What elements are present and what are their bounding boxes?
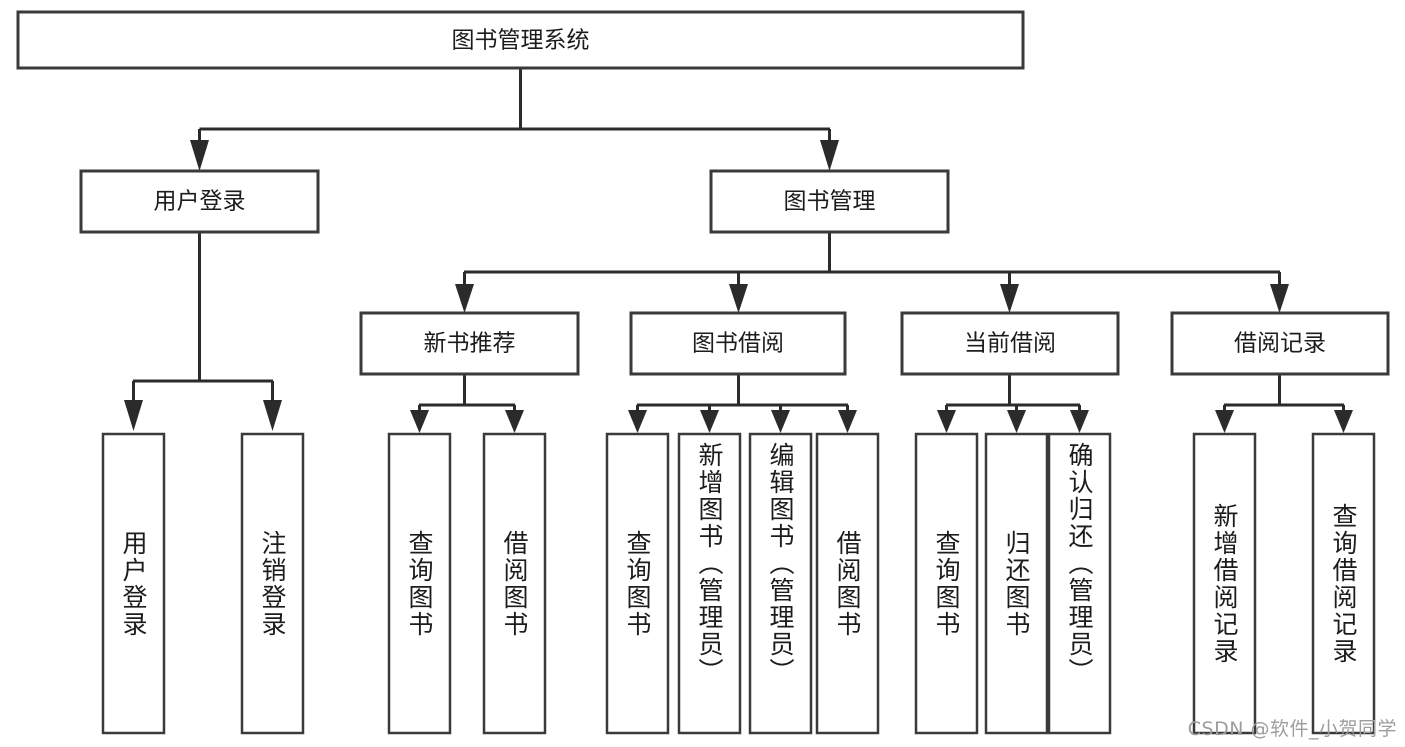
leaf-boxes <box>101 432 1376 735</box>
node-book-borrow-box[interactable] <box>629 311 847 376</box>
leaf-query-book-3-box[interactable] <box>914 432 979 735</box>
arrow-head-borrow-records <box>1270 284 1289 313</box>
leaf-confirm-return-box[interactable] <box>1047 432 1112 735</box>
node-root-system-label: 图书管理系统 <box>452 28 590 54</box>
node-user-login-label: 用户登录 <box>154 189 246 215</box>
arrow-head-leaf-query-book-2 <box>628 410 647 433</box>
arrow-head-leaf-query-record <box>1334 410 1353 433</box>
node-new-book-recommend-label: 新书推荐 <box>424 331 516 357</box>
connector-new-book-recommend-to-leaves <box>410 374 524 433</box>
leaf-return-book-box[interactable] <box>984 432 1049 735</box>
node-book-management[interactable]: 图书管理 <box>709 169 950 234</box>
node-current-borrow-label: 当前借阅 <box>964 331 1056 357</box>
leaf-edit-book-box[interactable] <box>748 432 813 735</box>
leaf-borrow-book-2-box[interactable] <box>815 432 880 735</box>
connector-borrow-records-to-leaves <box>1215 374 1353 433</box>
node-book-management-box[interactable] <box>709 169 950 234</box>
leaf-user-login-box[interactable] <box>101 432 166 735</box>
node-book-management-label: 图书管理 <box>784 189 876 215</box>
arrow-head-new-book-recommend <box>455 284 474 313</box>
arrow-head-leaf-add-book <box>700 410 719 433</box>
node-borrow-records-label: 借阅记录 <box>1234 331 1326 357</box>
arrow-head-book-borrow <box>729 284 748 313</box>
arrow-head-user-login <box>190 140 209 171</box>
leaf-query-record-box[interactable] <box>1311 432 1376 735</box>
connector-current-borrow-to-leaves <box>937 374 1089 433</box>
node-root-system[interactable]: 图书管理系统 <box>16 10 1025 70</box>
arrow-head-book-management <box>820 140 839 171</box>
node-borrow-records[interactable]: 借阅记录 <box>1170 311 1390 376</box>
csdn-watermark: CSDN @软件_小贺同学 <box>1187 718 1397 740</box>
arrow-head-leaf-add-record <box>1215 410 1234 433</box>
node-user-login-box[interactable] <box>79 169 320 234</box>
arrow-head-leaf-user-logout <box>263 400 282 431</box>
connector-user-login-to-leaves <box>124 232 282 431</box>
connector-root-to-level2 <box>190 68 839 171</box>
arrow-head-leaf-borrow-book-1 <box>505 410 524 433</box>
node-book-borrow-label: 图书借阅 <box>692 331 784 357</box>
node-current-borrow[interactable]: 当前借阅 <box>900 311 1120 376</box>
arrow-head-current-borrow <box>1000 284 1019 313</box>
node-root-system-box[interactable] <box>16 10 1025 70</box>
leaf-user-logout-box[interactable] <box>240 432 305 735</box>
leaf-add-record-box[interactable] <box>1192 432 1257 735</box>
arrow-head-leaf-query-book-3 <box>937 410 956 433</box>
node-current-borrow-box[interactable] <box>900 311 1120 376</box>
arrow-head-leaf-borrow-book-2 <box>838 410 857 433</box>
leaf-query-book-2-box[interactable] <box>605 432 670 735</box>
arrow-head-leaf-query-book-1 <box>410 410 429 433</box>
node-new-book-recommend[interactable]: 新书推荐 <box>359 311 580 376</box>
arrow-head-leaf-confirm-return <box>1070 410 1089 433</box>
leaf-add-book-box[interactable] <box>677 432 742 735</box>
arrow-head-leaf-edit-book <box>771 410 790 433</box>
node-borrow-records-box[interactable] <box>1170 311 1390 376</box>
connector-book-management-to-level3 <box>455 232 1289 313</box>
leaf-query-book-1-box[interactable] <box>387 432 452 735</box>
node-book-borrow[interactable]: 图书借阅 <box>629 311 847 376</box>
arrow-head-leaf-user-login <box>124 400 143 431</box>
connector-book-borrow-to-leaves <box>628 374 857 433</box>
node-user-login[interactable]: 用户登录 <box>79 169 320 234</box>
arrow-head-leaf-return-book <box>1007 410 1026 433</box>
leaf-borrow-book-1-box[interactable] <box>482 432 547 735</box>
node-new-book-recommend-box[interactable] <box>359 311 580 376</box>
